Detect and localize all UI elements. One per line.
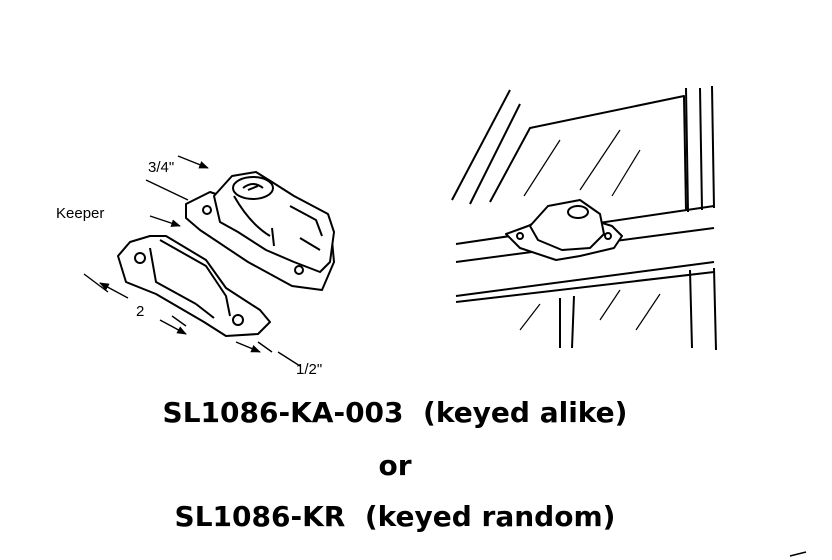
- or-separator: or: [378, 449, 412, 482]
- keeper-label: Keeper: [56, 205, 105, 222]
- corner-mark: [789, 551, 807, 557]
- width-dimension-label: 3/4": [148, 159, 175, 176]
- sash-lock-illustration: [83, 155, 335, 367]
- keeper-plate: [117, 235, 271, 337]
- height-dimension-label: 1/2": [296, 361, 323, 378]
- upper-sash: [451, 89, 511, 201]
- length-dimension-label: 2: [136, 303, 145, 320]
- part-number-keyed-alike: SL1086-KA-003 (keyed alike): [162, 396, 628, 429]
- window-illustration: [451, 85, 717, 351]
- part-number-keyed-random: SL1086-KR (keyed random): [174, 500, 616, 533]
